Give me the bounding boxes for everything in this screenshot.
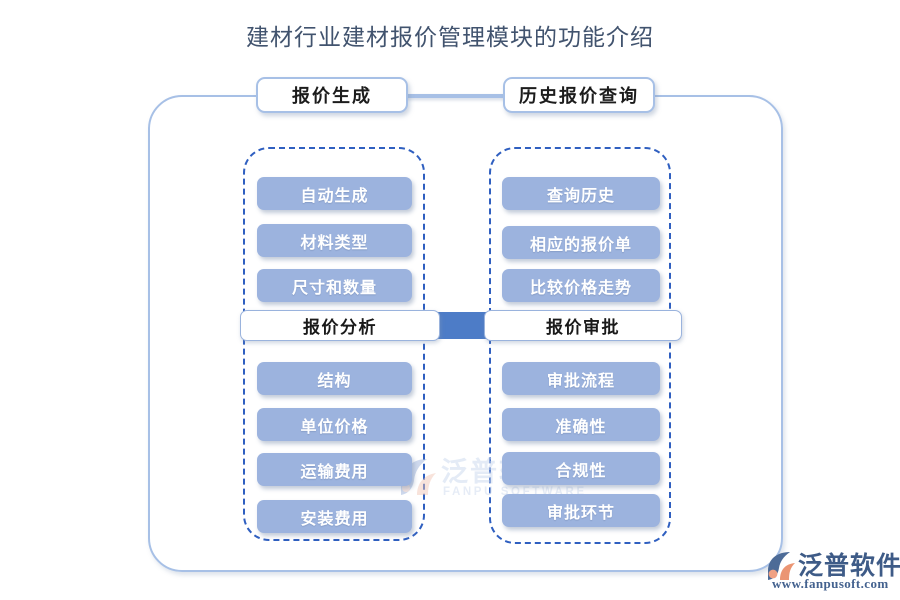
fanpu-leaf-mark-icon	[768, 552, 795, 580]
list-item[interactable]: 合规性	[502, 452, 660, 485]
list-item[interactable]: 准确性	[502, 408, 660, 441]
list-item[interactable]: 尺寸和数量	[257, 269, 412, 302]
section-header-label: 历史报价查询	[519, 86, 639, 106]
list-item[interactable]: 结构	[257, 362, 412, 395]
list-item-label: 比较价格走势	[529, 279, 632, 297]
list-item-label: 自动生成	[300, 187, 369, 205]
list-item[interactable]: 单位价格	[257, 408, 412, 441]
section-header-label: 报价审批	[546, 318, 620, 337]
mid-connector-block	[438, 312, 486, 339]
list-item[interactable]: 运输费用	[257, 453, 412, 486]
dashed-group-right	[489, 147, 671, 544]
list-item-label: 材料类型	[300, 234, 369, 252]
list-item-label: 合规性	[555, 462, 607, 480]
list-item-label: 审批环节	[546, 504, 615, 522]
list-item-label: 相应的报价单	[529, 236, 632, 254]
section-header-quote-approval[interactable]: 报价审批	[484, 310, 682, 341]
list-item[interactable]: 安装费用	[257, 500, 412, 533]
page-title: 建材行业建材报价管理模块的功能介绍	[246, 25, 654, 50]
list-item-label: 单位价格	[300, 418, 369, 436]
section-header-quote-generation[interactable]: 报价生成	[256, 77, 408, 113]
list-item-label: 审批流程	[546, 372, 615, 390]
list-item-label: 安装费用	[300, 510, 369, 528]
list-item[interactable]: 材料类型	[257, 224, 412, 257]
list-item[interactable]: 查询历史	[502, 177, 660, 210]
section-header-label: 报价生成	[292, 86, 372, 106]
list-item[interactable]: 比较价格走势	[502, 269, 660, 302]
logo-brand: 泛普软件	[798, 553, 900, 580]
dashed-group-left	[243, 147, 425, 541]
top-connector-line	[405, 94, 517, 98]
section-header-label: 报价分析	[303, 318, 377, 337]
list-item-label: 查询历史	[546, 187, 615, 205]
list-item[interactable]: 自动生成	[257, 177, 412, 210]
section-header-quote-analysis[interactable]: 报价分析	[240, 310, 440, 341]
list-item[interactable]: 审批环节	[502, 494, 660, 527]
list-item[interactable]: 相应的报价单	[502, 226, 660, 259]
section-header-history-query[interactable]: 历史报价查询	[503, 77, 655, 113]
brand-logo: 泛普软件 www.fanpusoft.com	[764, 549, 900, 597]
list-item-label: 尺寸和数量	[291, 279, 377, 297]
logo-url: www.fanpusoft.com	[772, 576, 889, 591]
list-item[interactable]: 审批流程	[502, 362, 660, 395]
list-item-label: 运输费用	[300, 463, 369, 481]
list-item-label: 准确性	[555, 418, 607, 436]
list-item-label: 结构	[317, 372, 352, 390]
